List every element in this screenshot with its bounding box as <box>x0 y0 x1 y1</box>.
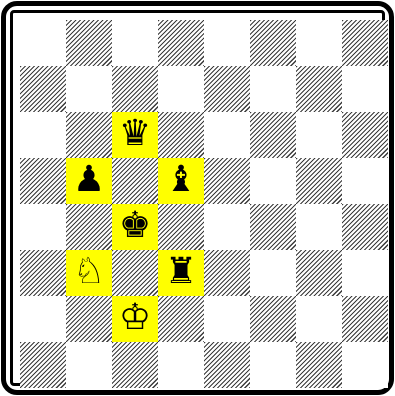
square-h1[interactable] <box>342 342 388 388</box>
square-b6[interactable] <box>66 112 112 158</box>
square-c5[interactable] <box>112 158 158 204</box>
square-a6[interactable] <box>20 112 66 158</box>
square-f6[interactable] <box>250 112 296 158</box>
square-f1[interactable] <box>250 342 296 388</box>
square-g3[interactable] <box>296 250 342 296</box>
square-h6[interactable] <box>342 112 388 158</box>
square-g6[interactable] <box>296 112 342 158</box>
square-f5[interactable] <box>250 158 296 204</box>
square-e6[interactable] <box>204 112 250 158</box>
square-a4[interactable] <box>20 204 66 250</box>
square-e5[interactable] <box>204 158 250 204</box>
square-b7[interactable] <box>66 66 112 112</box>
white-knight-icon[interactable]: ♘ <box>73 254 105 290</box>
square-f4[interactable] <box>250 204 296 250</box>
square-c2[interactable]: ♔ <box>112 296 158 342</box>
square-c8[interactable] <box>112 20 158 66</box>
square-c4[interactable]: ♚ <box>112 204 158 250</box>
square-f3[interactable] <box>250 250 296 296</box>
square-e3[interactable] <box>204 250 250 296</box>
white-king-icon[interactable]: ♔ <box>119 300 151 336</box>
square-b3[interactable]: ♘ <box>66 250 112 296</box>
square-e7[interactable] <box>204 66 250 112</box>
square-d2[interactable] <box>158 296 204 342</box>
square-f2[interactable] <box>250 296 296 342</box>
square-h2[interactable] <box>342 296 388 342</box>
square-b2[interactable] <box>66 296 112 342</box>
square-g4[interactable] <box>296 204 342 250</box>
square-b4[interactable] <box>66 204 112 250</box>
square-d5[interactable]: ♝ <box>158 158 204 204</box>
square-g8[interactable] <box>296 20 342 66</box>
square-h4[interactable] <box>342 204 388 250</box>
square-b5[interactable]: ♟ <box>66 158 112 204</box>
black-pawn-icon[interactable]: ♟ <box>73 162 105 198</box>
black-rook-icon[interactable]: ♜ <box>165 254 197 290</box>
square-c6[interactable]: ♛ <box>112 112 158 158</box>
square-e2[interactable] <box>204 296 250 342</box>
square-c1[interactable] <box>112 342 158 388</box>
square-h3[interactable] <box>342 250 388 296</box>
square-a3[interactable] <box>20 250 66 296</box>
square-g5[interactable] <box>296 158 342 204</box>
square-f8[interactable] <box>250 20 296 66</box>
chess-board[interactable]: ♛ ♟ ♝ ♚ ♘ ♜ ♔ <box>20 20 388 388</box>
square-b8[interactable] <box>66 20 112 66</box>
square-d6[interactable] <box>158 112 204 158</box>
square-a2[interactable] <box>20 296 66 342</box>
square-g1[interactable] <box>296 342 342 388</box>
square-d1[interactable] <box>158 342 204 388</box>
square-h7[interactable] <box>342 66 388 112</box>
square-d8[interactable] <box>158 20 204 66</box>
square-g2[interactable] <box>296 296 342 342</box>
square-d7[interactable] <box>158 66 204 112</box>
square-d4[interactable] <box>158 204 204 250</box>
black-queen-icon[interactable]: ♛ <box>119 116 151 152</box>
square-h8[interactable] <box>342 20 388 66</box>
square-e4[interactable] <box>204 204 250 250</box>
square-f7[interactable] <box>250 66 296 112</box>
square-a8[interactable] <box>20 20 66 66</box>
square-b1[interactable] <box>66 342 112 388</box>
square-d3[interactable]: ♜ <box>158 250 204 296</box>
square-h5[interactable] <box>342 158 388 204</box>
black-king-icon[interactable]: ♚ <box>119 208 151 244</box>
black-bishop-icon[interactable]: ♝ <box>165 162 197 198</box>
square-e8[interactable] <box>204 20 250 66</box>
square-a1[interactable] <box>20 342 66 388</box>
square-c7[interactable] <box>112 66 158 112</box>
square-g7[interactable] <box>296 66 342 112</box>
square-a7[interactable] <box>20 66 66 112</box>
square-c3[interactable] <box>112 250 158 296</box>
square-e1[interactable] <box>204 342 250 388</box>
square-a5[interactable] <box>20 158 66 204</box>
